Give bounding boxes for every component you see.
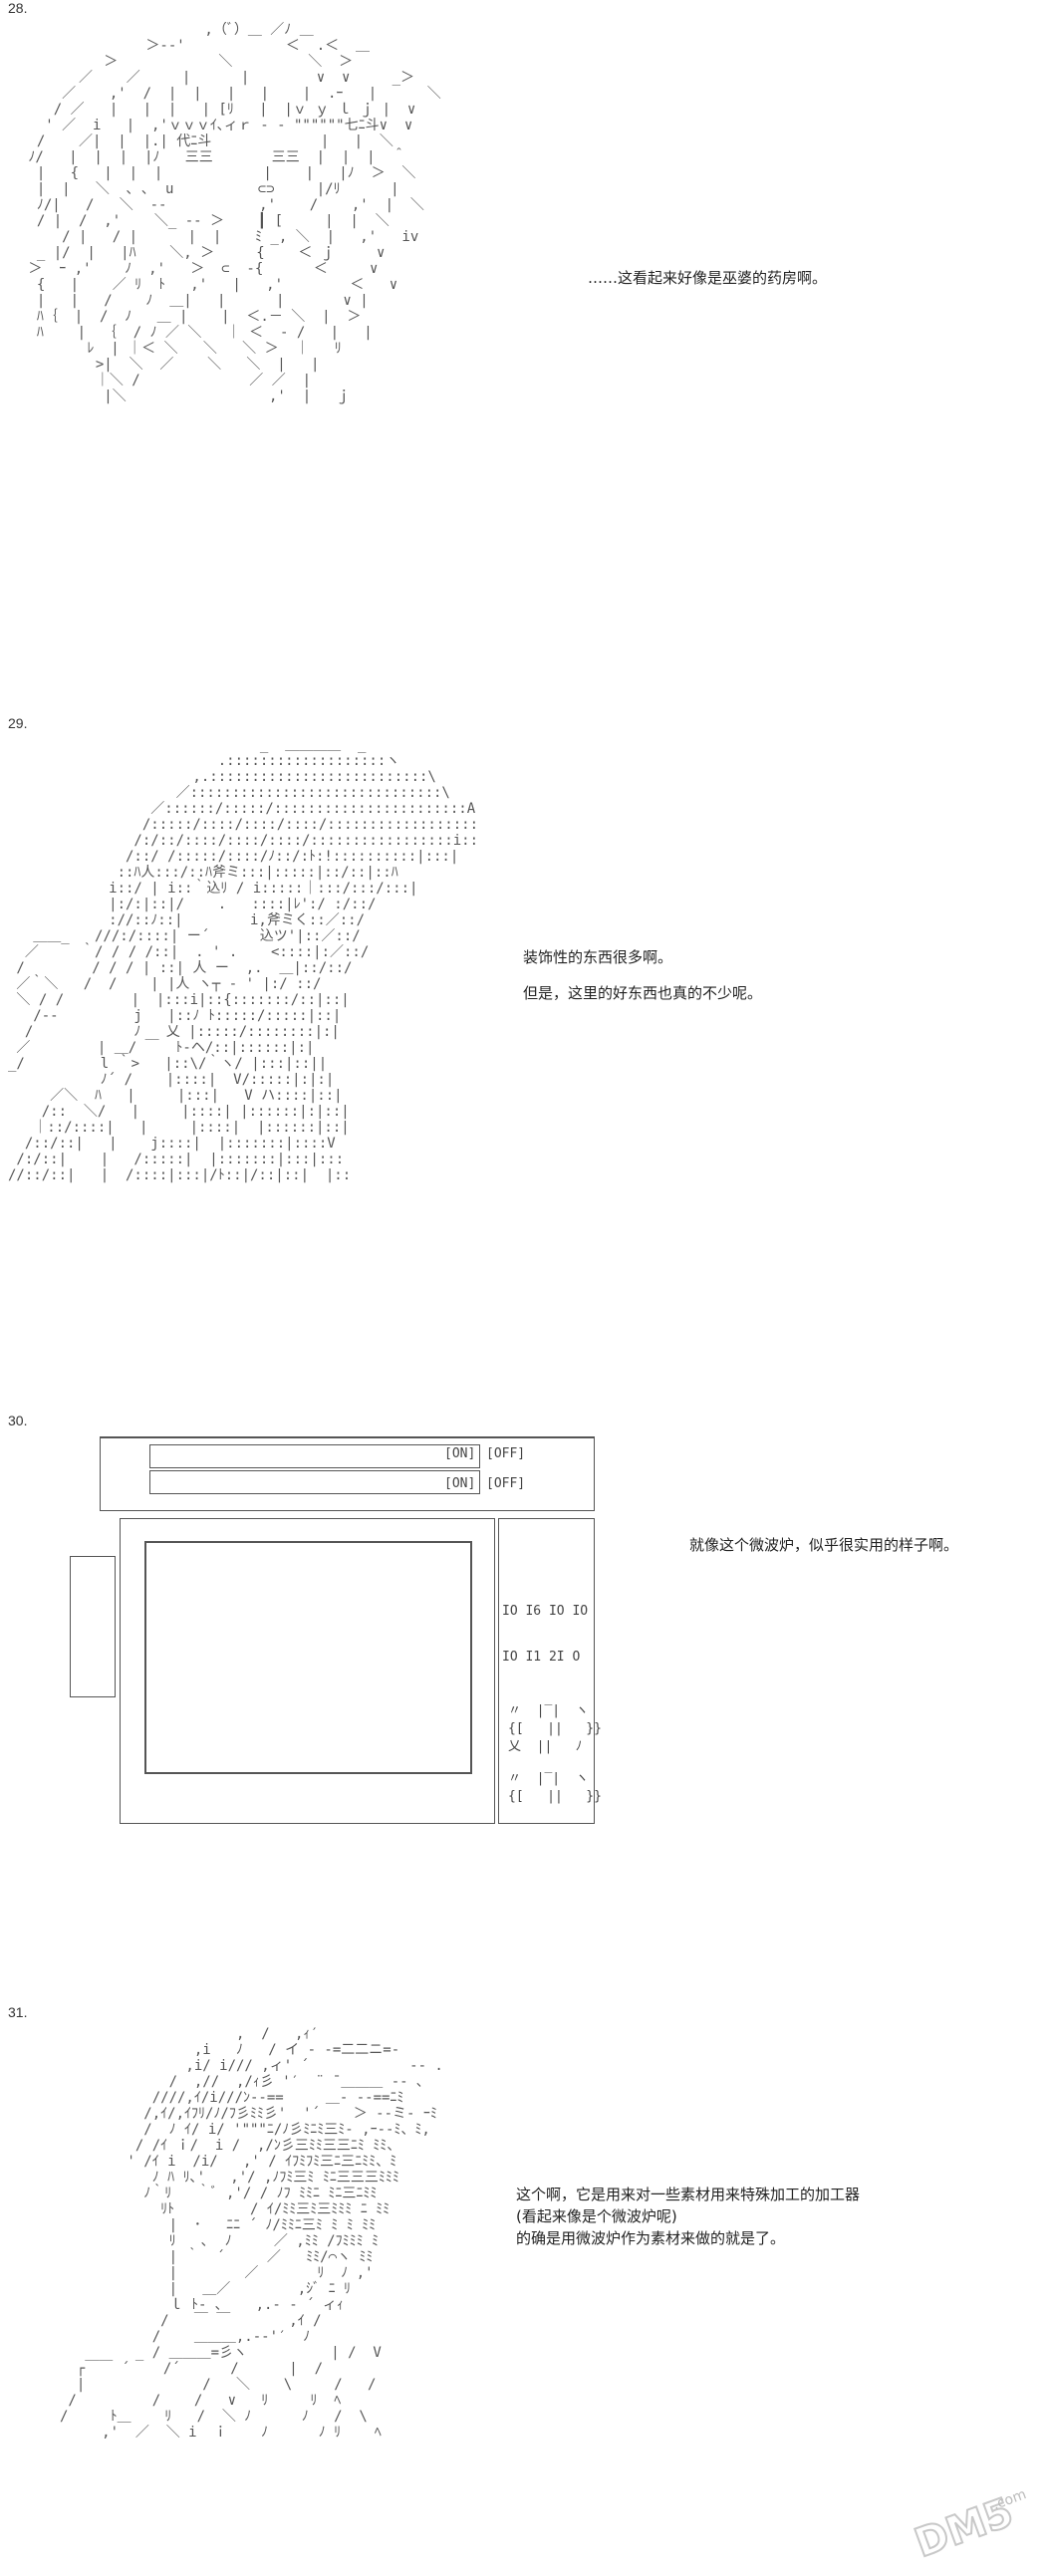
microwave-control-panel bbox=[498, 1518, 595, 1824]
panel-number: 28. bbox=[8, 0, 28, 16]
microwave-drawing: [ON] [OFF] [ON] [OFF] IO I6 IO IO IO I1 … bbox=[70, 1436, 602, 1835]
microwave-window bbox=[144, 1541, 472, 1774]
caption-line: 但是，这里的好东西也真的不少呢。 bbox=[523, 984, 763, 1002]
panel-caption: 这个啊，它是用来对一些素材用来特殊加工的加工器 (看起来像是个微波炉呢) 的确是… bbox=[516, 2184, 860, 2249]
glyph-row: {[ || }} bbox=[508, 1721, 602, 1736]
panel-number: 30. bbox=[8, 1413, 28, 1428]
button-off: [OFF] bbox=[486, 1446, 526, 1461]
ascii-art-girl: ,（ﾞ）＿ ／ﾉ ＿ ＞‐‐' ＜ .＜ ＿ ＞ ＼ ＼ ＞ ／ ／ | | ∨… bbox=[28, 22, 441, 404]
display-row: IO I1 2I O bbox=[502, 1650, 581, 1665]
panel-number: 31. bbox=[8, 2004, 28, 2020]
dm5-watermark-logo: DM5 .com bbox=[902, 2480, 1041, 2568]
microwave-door bbox=[120, 1518, 495, 1824]
caption-line: 的确是用微波炉作为素材来做的就是了。 bbox=[516, 2229, 786, 2247]
glyph-row: 乂 || ﾉ bbox=[508, 1739, 583, 1754]
caption-line: 就像这个微波炉，似乎很实用的样子啊。 bbox=[689, 1536, 959, 1554]
microwave-handle bbox=[70, 1556, 116, 1697]
button-on: [ON] bbox=[444, 1476, 476, 1491]
ascii-art-man: , / ,ｨ′ ,i ﾉ / イ ‐ ‐=二二ニ=‐ ,i/ i/// ,ィ' … bbox=[60, 2026, 443, 2441]
button-off: [OFF] bbox=[486, 1476, 526, 1491]
caption-line: 这个啊，它是用来对一些素材用来特殊加工的加工器 bbox=[516, 2186, 861, 2203]
caption-line: ……这看起来好像是巫婆的药房啊。 bbox=[588, 269, 828, 287]
caption-line: 装饰性的东西很多啊。 bbox=[523, 948, 673, 966]
caption-line: (看起来像是个微波炉呢) bbox=[516, 2207, 677, 2225]
glyph-row: 〃 |‾| ヽ bbox=[508, 1703, 589, 1718]
panel-caption: 就像这个微波炉，似乎很实用的样子啊。 bbox=[689, 1534, 958, 1556]
dm5-logo-icon: DM5 .com bbox=[908, 2486, 1028, 2568]
glyph-row: 〃 |‾| ヽ bbox=[508, 1771, 589, 1786]
panel-number: 29. bbox=[8, 715, 28, 731]
microwave-top bbox=[100, 1436, 595, 1511]
button-on: [ON] bbox=[444, 1446, 476, 1461]
panel-caption: 装饰性的东西很多啊。 但是，这里的好东西也真的不少呢。 bbox=[523, 946, 762, 1004]
ascii-art-woman: _ ＿＿＿＿ _ .:::::::::::::::::::ヽ ,.:::::::… bbox=[8, 737, 476, 1183]
panel-caption: ……这看起来好像是巫婆的药房啊。 bbox=[588, 267, 827, 289]
microwave-bar bbox=[149, 1444, 480, 1468]
microwave-bar bbox=[149, 1470, 480, 1494]
display-row: IO I6 IO IO bbox=[502, 1604, 589, 1619]
glyph-row: {[ || }} bbox=[508, 1789, 602, 1804]
